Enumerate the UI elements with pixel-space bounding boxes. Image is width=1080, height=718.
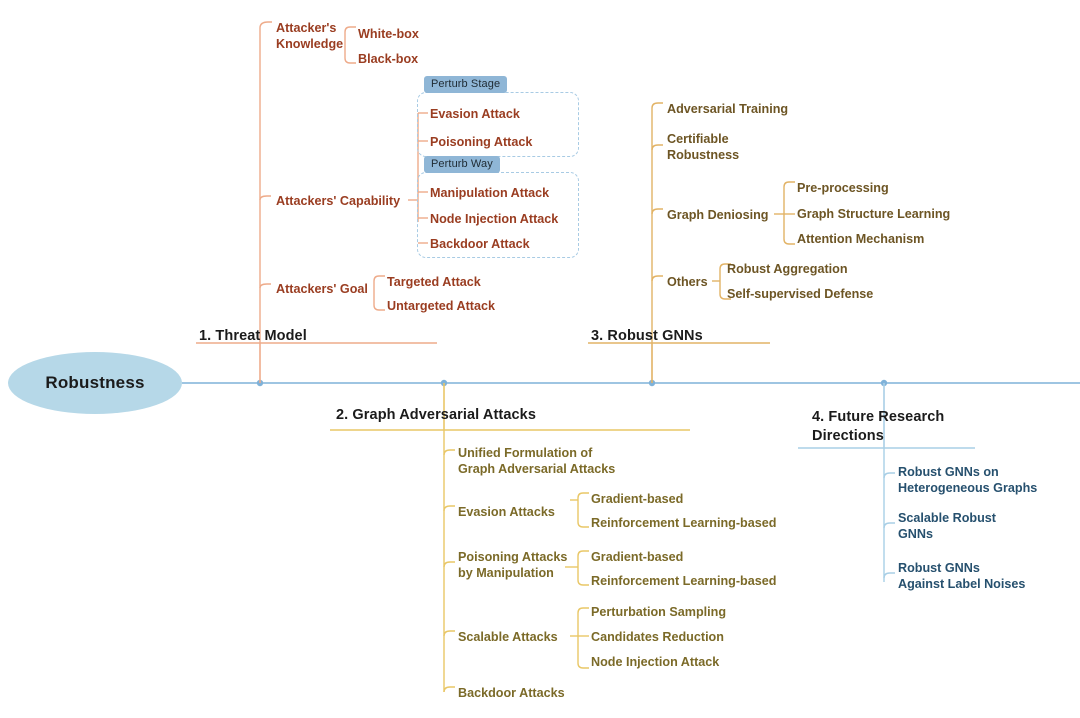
node-pre-processing[interactable]: Pre-processing [797,181,889,195]
node-scalable-node-injection-attack[interactable]: Node Injection Attack [591,655,720,669]
node-poisoning-rl-based[interactable]: Reinforcement Learning-based [591,574,777,588]
node-poisoning-gradient-based[interactable]: Gradient-based [591,550,684,564]
node-graph-deniosing[interactable]: Graph Deniosing [667,208,769,222]
branch-title-threat-model[interactable]: 1. Threat Model [199,328,307,344]
node-white-box[interactable]: White-box [358,27,419,41]
node-perturbation-sampling[interactable]: Perturbation Sampling [591,605,727,619]
node-attackers-capability[interactable]: Attackers' Capability [276,194,401,208]
node-backdoor-attacks[interactable]: Backdoor Attacks [458,686,565,700]
node-evasion-attacks[interactable]: Evasion Attacks [458,505,555,519]
branch-title-future-research-directions[interactable]: 4. Future Research Directions [812,409,945,444]
node-scalable-robust-gnns[interactable]: Scalable Robust GNNs [898,511,996,542]
node-evasion-attack[interactable]: Evasion Attack [430,107,520,121]
node-poisoning-attack[interactable]: Poisoning Attack [430,135,533,149]
node-backdoor-attack[interactable]: Backdoor Attack [430,237,530,251]
root-node-shape [8,352,182,414]
node-evasion-rl-based[interactable]: Reinforcement Learning-based [591,516,777,530]
node-certifiable-robustness[interactable]: Certifiable Robustness [667,132,740,163]
node-candidates-reduction[interactable]: Candidates Reduction [591,630,724,644]
node-poisoning-attacks-by-manipulation[interactable]: Poisoning Attacks by Manipulation [458,550,568,581]
branch-title-graph-adversarial-attacks[interactable]: 2. Graph Adversarial Attacks [336,407,536,423]
node-targeted-attack[interactable]: Targeted Attack [387,275,481,289]
node-graph-structure-learning[interactable]: Graph Structure Learning [797,207,951,221]
node-adversarial-training[interactable]: Adversarial Training [667,102,789,116]
node-robust-gnns-heterogeneous-graphs[interactable]: Robust GNNs on Heterogeneous Graphs [898,465,1038,496]
node-unified-formulation[interactable]: Unified Formulation of Graph Adversarial… [458,446,616,477]
node-robust-gnns-against-label-noises[interactable]: Robust GNNs Against Label Noises [898,561,1026,592]
node-self-supervised-defense[interactable]: Self-supervised Defense [727,287,874,301]
node-attention-mechanism[interactable]: Attention Mechanism [797,232,925,246]
node-untargeted-attack[interactable]: Untargeted Attack [387,299,495,313]
node-evasion-gradient-based[interactable]: Gradient-based [591,492,684,506]
summary-tag-perturb-stage[interactable]: Perturb Stage [424,76,508,93]
node-node-injection-attack[interactable]: Node Injection Attack [430,212,559,226]
node-others[interactable]: Others [667,275,708,289]
root-node-label[interactable]: Robustness [45,373,145,392]
node-attackers-goal[interactable]: Attackers' Goal [276,282,368,296]
node-manipulation-attack[interactable]: Manipulation Attack [430,186,550,200]
node-scalable-attacks[interactable]: Scalable Attacks [458,630,558,644]
branch-title-robust-gnns[interactable]: 3. Robust GNNs [591,328,703,344]
summary-tag-perturb-way[interactable]: Perturb Way [424,156,500,173]
node-attackers-knowledge[interactable]: Attacker's Knowledge [276,21,344,52]
node-black-box[interactable]: Black-box [358,52,419,66]
node-robust-aggregation[interactable]: Robust Aggregation [727,262,848,276]
